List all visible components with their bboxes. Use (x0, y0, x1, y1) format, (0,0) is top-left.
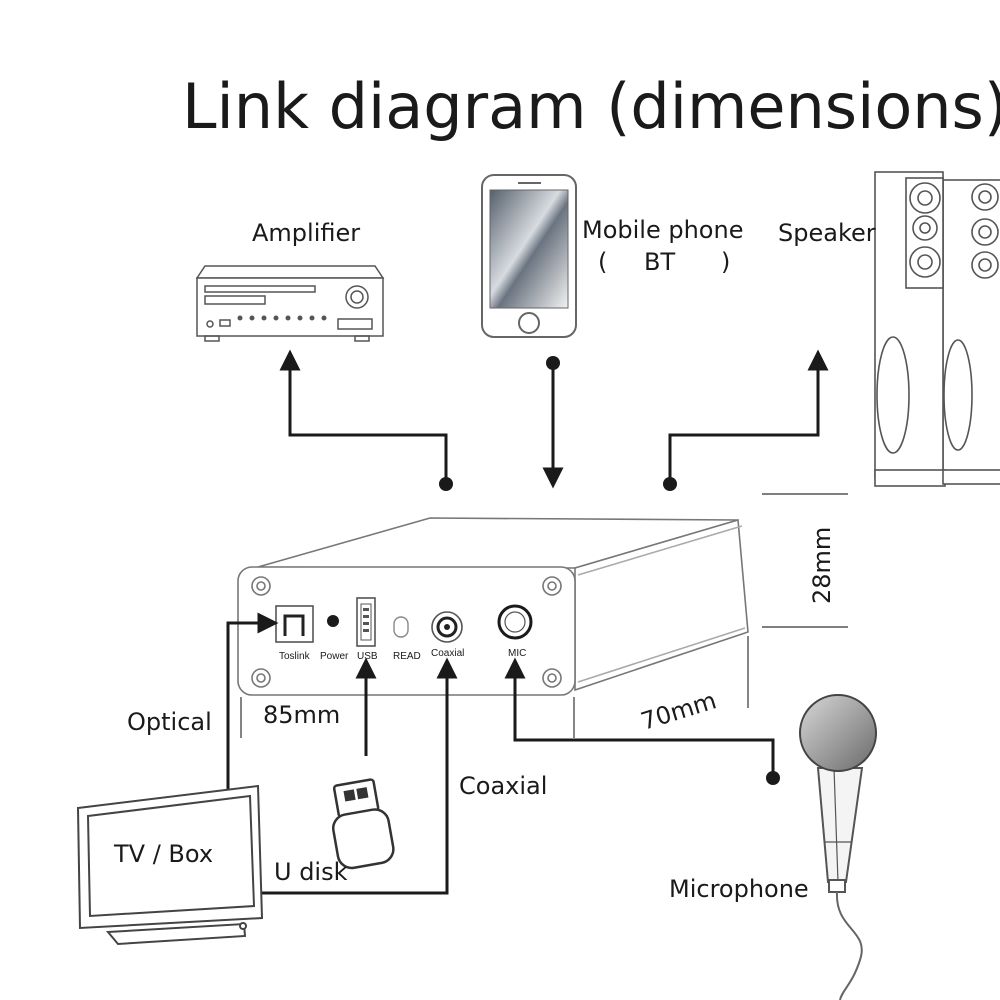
speaker-connection (668, 349, 829, 484)
coaxial-port (431, 611, 463, 643)
mic-port-label: MIC (508, 648, 526, 659)
bt-close-paren: ) (721, 248, 730, 276)
coaxial-port-label: Coaxial (431, 648, 464, 659)
power-port-label: Power (320, 651, 349, 662)
height-dimension-lines (762, 493, 848, 628)
mobile-phone-label: Mobile phone (582, 216, 743, 244)
optical-label: Optical (127, 708, 212, 736)
speaker-label: Speaker (778, 219, 876, 247)
speaker-connection-dot (663, 477, 677, 491)
speaker-device (874, 171, 1000, 487)
microphone-device (799, 694, 877, 1000)
decoder-box (237, 517, 749, 696)
read-led (393, 616, 409, 638)
page-title: Link diagram (dimensions) (182, 70, 1000, 143)
amplifier-connection-dot (439, 477, 453, 491)
u-disk-label: U disk (274, 858, 348, 886)
amplifier-device (195, 265, 385, 342)
height-dimension-label: 28mm (808, 527, 836, 604)
tv-box-label: TV / Box (113, 840, 213, 868)
coaxial-label: Coaxial (459, 772, 547, 800)
mobile-phone-device (481, 174, 577, 338)
width-dimension-label: 85mm (263, 701, 340, 729)
toslink-port (275, 605, 314, 643)
bluetooth-connection-dot (546, 356, 560, 370)
toslink-port-label: Toslink (279, 651, 311, 662)
usb-port (356, 597, 376, 647)
u-disk-device (332, 778, 395, 870)
mic-connection (504, 657, 775, 777)
microphone-label: Microphone (669, 875, 809, 903)
mic-port (497, 604, 533, 640)
read-port-label: READ (393, 651, 421, 662)
tv-box-device (76, 784, 264, 946)
power-indicator (327, 615, 339, 627)
bt-open-paren: ( (598, 248, 607, 276)
depth-dimension-label: 70mm (638, 686, 720, 735)
bt-label: BT (644, 248, 675, 276)
amplifier-connection (279, 349, 448, 484)
amplifier-label: Amplifier (252, 219, 360, 247)
coaxial-connection (228, 657, 458, 895)
width-dimension-lines (240, 697, 575, 738)
usb-port-label: USB (357, 651, 378, 662)
mic-connection-dot (766, 771, 780, 785)
